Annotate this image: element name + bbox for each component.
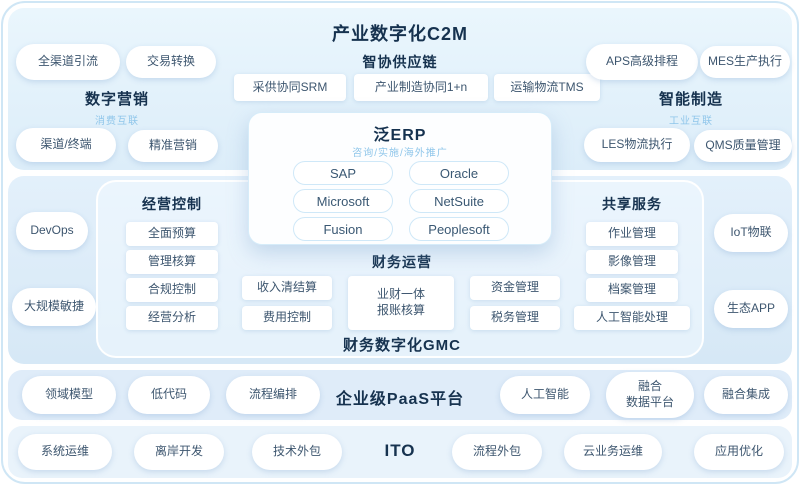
pill-cloud-ops: 云业务运维 xyxy=(564,434,662,470)
pill-converged-integration: 融合集成 xyxy=(704,376,788,414)
erp-title: 泛ERP xyxy=(373,127,427,144)
pill-tms: 运输物流TMS xyxy=(494,74,600,101)
pill-business-finance-accounting: 业财一体 报账核算 xyxy=(348,276,454,330)
pill-sap: SAP xyxy=(293,161,393,185)
pill-compliance-control: 合规控制 xyxy=(126,278,218,302)
pill-offshore-dev: 离岸开发 xyxy=(134,434,224,470)
digital-marketing-sublabel: 消费互联 xyxy=(95,116,139,127)
section-c2m: 产业数字化C2M 全渠道引流 交易转换 数字营销 消费互联 渠道/终端 精准营销… xyxy=(8,8,792,170)
pill-app-optimization: 应用优化 xyxy=(694,434,784,470)
pill-manufacturing-collaboration: 产业制造协同1+n xyxy=(354,74,488,101)
pill-oracle: Oracle xyxy=(409,161,509,185)
pill-microsoft: Microsoft xyxy=(293,189,393,213)
shared-services-label: 共享服务 xyxy=(602,196,662,212)
smart-manufacturing-label: 智能制造 xyxy=(658,91,723,108)
erp-card: 泛ERP 咨询/实施/海外推广 SAP Oracle Microsoft Net… xyxy=(248,112,552,245)
pill-low-code: 低代码 xyxy=(128,376,210,414)
pill-channel-terminal: 渠道/终端 xyxy=(16,128,116,162)
finance-ops-label: 财务运营 xyxy=(372,254,432,270)
pill-iot: IoT物联 xyxy=(714,214,788,252)
group-smart-manufacturing: 智能制造 工业互联 xyxy=(626,88,756,127)
smart-manufacturing-sublabel: 工业互联 xyxy=(669,116,713,127)
pill-expense-control: 费用控制 xyxy=(242,306,332,330)
pill-archive-management: 档案管理 xyxy=(586,278,678,302)
pill-process-orchestration: 流程编排 xyxy=(226,376,320,414)
pill-les: LES物流执行 xyxy=(584,128,690,162)
pill-revenue-settlement: 收入清结算 xyxy=(242,276,332,300)
pill-comprehensive-budget: 全面预算 xyxy=(126,222,218,246)
pill-treasury-management: 资金管理 xyxy=(470,276,560,300)
gmc-box: 经营控制 全面预算 管理核算 合规控制 经营分析 共享服务 作业管理 影像管理 … xyxy=(96,180,704,358)
pill-aps: APS高级排程 xyxy=(586,44,698,80)
pill-ai-processing: 人工智能处理 xyxy=(574,306,690,330)
pill-qms: QMS质量管理 xyxy=(694,130,792,162)
pill-domain-model: 领域模型 xyxy=(22,376,116,414)
pill-precision-marketing: 精准营销 xyxy=(128,130,218,162)
pill-converged-data-platform: 融合 数据平台 xyxy=(606,372,694,418)
pill-system-ops: 系统运维 xyxy=(18,434,112,470)
paas-title: 企业级PaaS平台 xyxy=(335,391,465,408)
operation-control-label: 经营控制 xyxy=(142,196,202,212)
pill-omnichannel-acquisition: 全渠道引流 xyxy=(16,44,120,80)
pill-srm: 采供协同SRM xyxy=(234,74,346,101)
gmc-title: 财务数字化GMC xyxy=(343,337,461,354)
pill-job-management: 作业管理 xyxy=(586,222,678,246)
pill-ai: 人工智能 xyxy=(500,376,590,414)
pill-scaled-agile: 大规模敏捷 xyxy=(12,288,96,326)
pill-tech-outsourcing: 技术外包 xyxy=(252,434,342,470)
pill-process-outsourcing: 流程外包 xyxy=(452,434,542,470)
ito-title: ITO xyxy=(384,441,416,460)
pill-management-accounting: 管理核算 xyxy=(126,250,218,274)
section-paas: 领域模型 低代码 流程编排 企业级PaaS平台 人工智能 融合 数据平台 融合集… xyxy=(8,370,792,420)
pill-netsuite: NetSuite xyxy=(409,189,509,213)
section-ito: 系统运维 离岸开发 技术外包 ITO 流程外包 云业务运维 应用优化 xyxy=(8,426,792,478)
pill-transaction-conversion: 交易转换 xyxy=(126,46,216,78)
section-title-c2m: 产业数字化C2M xyxy=(331,24,468,44)
erp-subtitle: 咨询/实施/海外推广 xyxy=(352,148,448,159)
pill-devops: DevOps xyxy=(16,212,88,250)
pill-imaging-management: 影像管理 xyxy=(586,250,678,274)
pill-business-analysis: 经营分析 xyxy=(126,306,218,330)
pill-tax-management: 税务管理 xyxy=(470,306,560,330)
pill-mes: MES生产执行 xyxy=(700,46,790,78)
pill-eco-app: 生态APP xyxy=(714,290,788,328)
supply-chain-label: 智协供应链 xyxy=(362,54,438,70)
group-digital-marketing: 数字营销 消费互联 xyxy=(52,88,182,127)
pill-fusion: Fusion xyxy=(293,217,393,241)
digital-marketing-label: 数字营销 xyxy=(84,91,149,108)
pill-peoplesoft: Peoplesoft xyxy=(409,217,509,241)
section-gmc: DevOps 大规模敏捷 IoT物联 生态APP 经营控制 全面预算 管理核算 … xyxy=(8,176,792,364)
